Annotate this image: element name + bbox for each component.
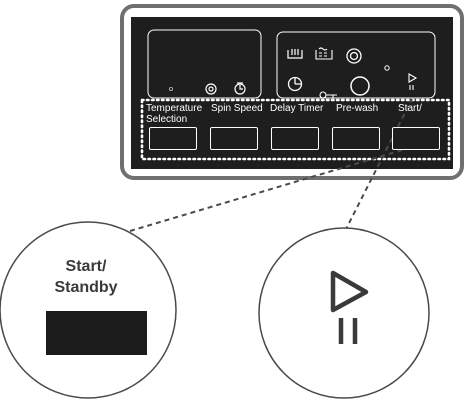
- callout-start-standby-label: Start/ Standby: [36, 256, 136, 298]
- temperature-selection-button[interactable]: [149, 127, 197, 150]
- prewash-basin-icon: [287, 49, 303, 59]
- button-row-highlight: [140, 98, 451, 161]
- start-standby-button[interactable]: [392, 127, 440, 150]
- child-lock-icon: [319, 91, 337, 99]
- label-temperature-line2: Selection: [146, 114, 188, 125]
- delay-timer-icon: [287, 76, 303, 92]
- timer-icon: [234, 82, 246, 95]
- spin-dial-icon: [205, 83, 217, 95]
- label-start: Start/: [398, 103, 422, 114]
- callout-circle-icon: [258, 227, 430, 399]
- spin-speed-button[interactable]: [210, 127, 258, 150]
- label-delay-timer: Delay Timer: [270, 103, 324, 114]
- callout-line-right: [340, 98, 413, 240]
- label-temperature-selection: Temperature Selection: [146, 103, 202, 125]
- label-pre-wash: Pre-wash: [336, 103, 379, 114]
- label-temperature-line1: Temperature: [146, 103, 203, 114]
- delay-timer-button[interactable]: [271, 127, 319, 150]
- callout-circle-standby: [0, 221, 177, 399]
- callout-label-line2: Standby: [54, 279, 118, 296]
- indicator-dot: [168, 87, 173, 92]
- play-pause-icon: [408, 73, 418, 90]
- soak-icon: [315, 47, 333, 60]
- label-spin-speed: Spin Speed: [211, 103, 263, 114]
- display-window: [147, 29, 262, 99]
- spiral-icon: [346, 48, 362, 64]
- pause-icon: [338, 318, 358, 344]
- icon-panel: [276, 31, 436, 99]
- pre-wash-button[interactable]: [332, 127, 380, 150]
- callout-line-left: [129, 142, 427, 232]
- callout-label-line1: Start/: [65, 258, 107, 275]
- indicator-small-circle: [384, 65, 390, 71]
- callout-start-standby-button: [46, 311, 147, 355]
- play-icon: [330, 270, 369, 313]
- power-circle-icon: [350, 76, 370, 96]
